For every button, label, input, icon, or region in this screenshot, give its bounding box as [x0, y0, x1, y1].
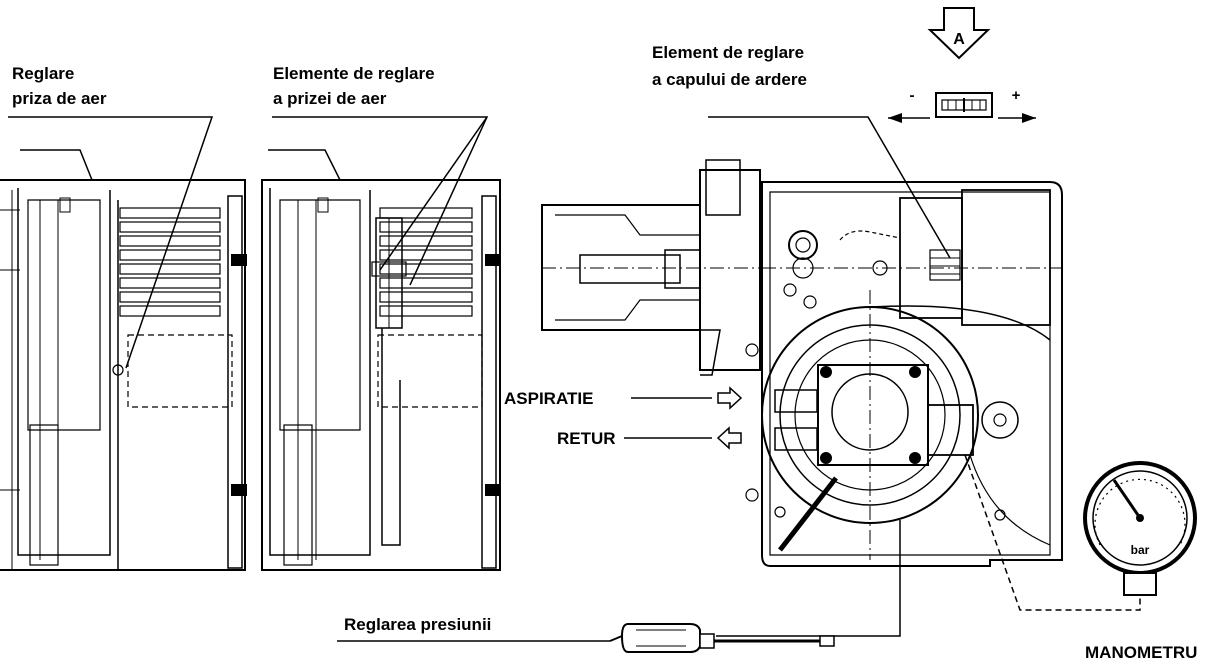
flow-arrows — [716, 386, 743, 450]
return-arrow-icon — [716, 426, 742, 450]
air-intake-panel-left — [0, 149, 247, 571]
label-reglarea-presiunii: Reglarea presiunii — [344, 615, 491, 634]
screwdriver-icon — [609, 623, 835, 653]
view-arrow-a: A — [927, 7, 991, 60]
leader-lines — [8, 116, 1141, 642]
label-elemente-1: Elemente de reglare — [273, 64, 435, 83]
scale-minus: - — [910, 87, 915, 104]
combustion-head-scale: - + — [888, 87, 1036, 123]
label-reglare-priza-1: Reglare — [12, 64, 74, 83]
suction-arrow-icon — [717, 386, 743, 410]
label-retur: RETUR — [557, 429, 616, 448]
pressure-gauge: bar — [1083, 461, 1197, 596]
gauge-unit: bar — [1131, 543, 1150, 557]
label-reglare-priza-2: priza de aer — [12, 89, 107, 108]
scale-plus: + — [1012, 87, 1021, 104]
label-element-cap-2: a capului de ardere — [652, 70, 807, 89]
label-manometru: MANOMETRU — [1085, 643, 1197, 662]
view-arrow-letter: A — [953, 31, 965, 48]
air-intake-panel-right — [261, 149, 501, 571]
label-element-cap-1: Element de reglare — [652, 43, 804, 62]
label-elemente-2: a prizei de aer — [273, 89, 387, 108]
label-aspiratie: ASPIRATIE — [504, 389, 593, 408]
burner-body — [541, 159, 1063, 567]
